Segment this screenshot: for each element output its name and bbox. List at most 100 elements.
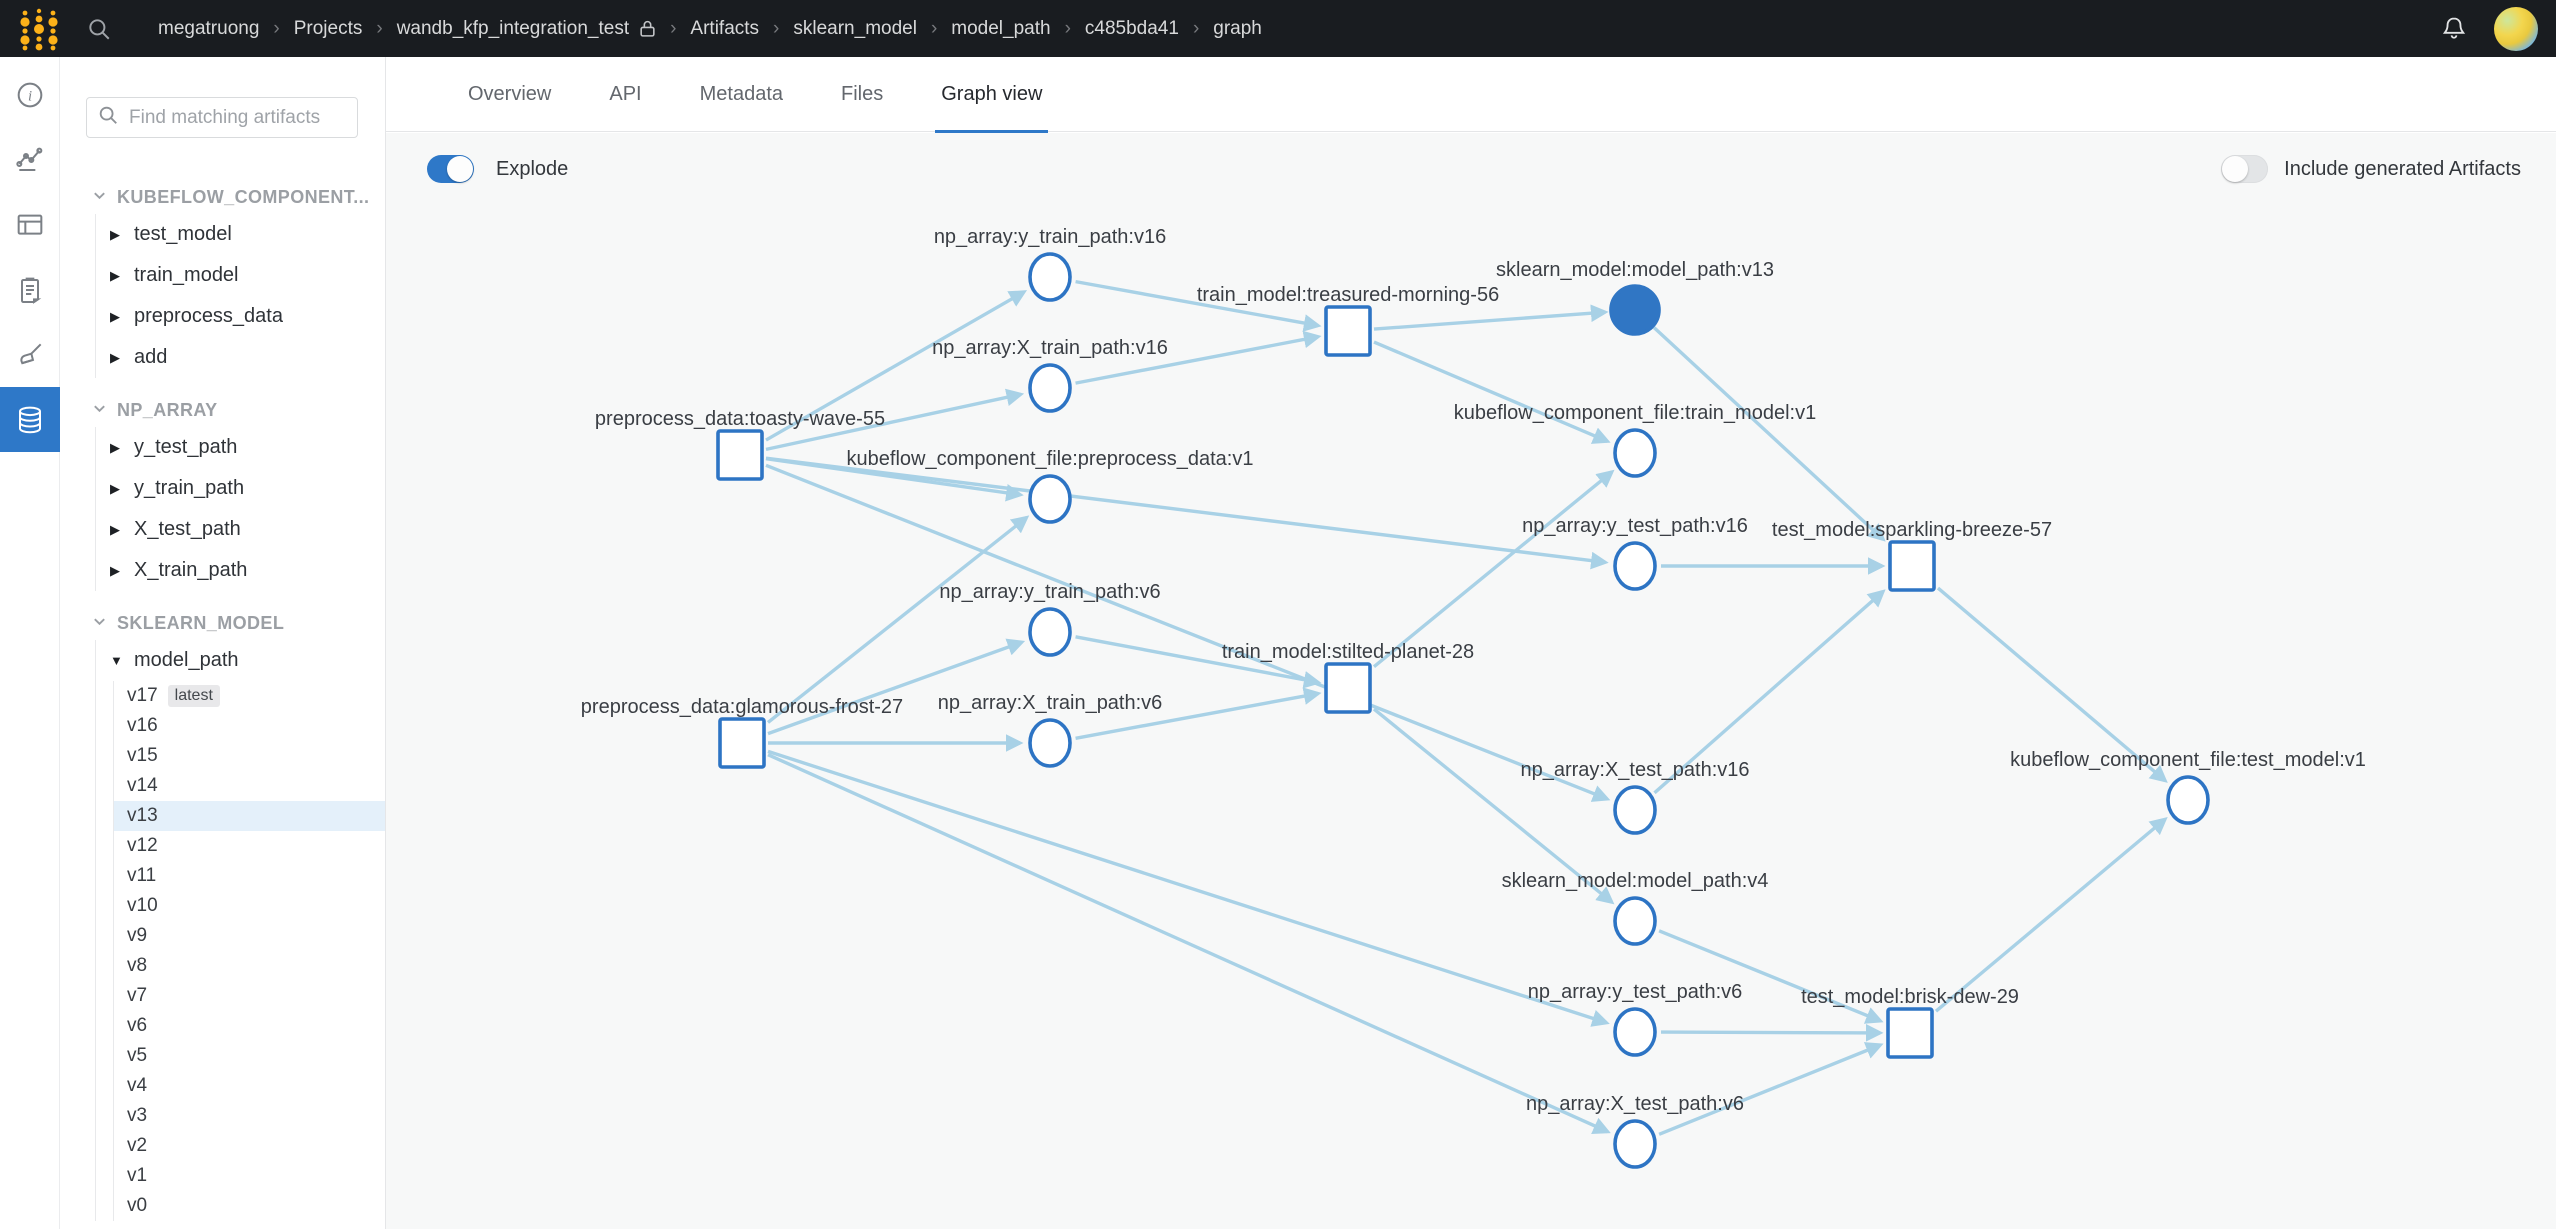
graph-node-X_test16-artifact[interactable] [1613, 785, 1657, 835]
tree-item-add[interactable]: ▶add [96, 337, 385, 378]
tree-section-kubeflow-component-[interactable]: KUBEFLOW_COMPONENT... [92, 187, 385, 208]
rail-item-reports-icon[interactable] [0, 257, 60, 322]
tab-api[interactable]: API [609, 83, 642, 105]
graph-node-y_train6-artifact[interactable] [1028, 607, 1072, 657]
tree-item-X_test_path[interactable]: ▶X_test_path [96, 509, 385, 550]
rail-item-overview-info-icon[interactable]: i [0, 62, 60, 127]
version-label: v4 [127, 1075, 148, 1096]
version-item-v1[interactable]: v1 [114, 1161, 385, 1191]
breadcrumb-item-Artifacts[interactable]: Artifacts [690, 17, 760, 39]
breadcrumb-item-model_path[interactable]: model_path [951, 17, 1051, 39]
graph-edge-glamorous-to-y_test6 [767, 749, 1610, 1027]
version-item-v5[interactable]: v5 [114, 1041, 385, 1071]
version-label: v17 [127, 685, 158, 706]
caret-collapsed-icon: ▶ [110, 226, 120, 242]
tree-item-y_test_path[interactable]: ▶y_test_path [96, 427, 385, 468]
graph-node-brisk-run[interactable] [1886, 1007, 1934, 1059]
breadcrumb-separator: › [930, 17, 938, 39]
graph-node-treasured-run[interactable] [1324, 305, 1372, 357]
graph-node-y_train16-artifact[interactable] [1028, 252, 1072, 302]
graph-node-X_train6-artifact[interactable] [1028, 718, 1072, 768]
version-item-v0[interactable]: v0 [114, 1191, 385, 1221]
version-item-v4[interactable]: v4 [114, 1071, 385, 1101]
tree-item-preprocess_data[interactable]: ▶preprocess_data [96, 296, 385, 337]
caret-collapsed-icon: ▶ [110, 562, 120, 578]
caret-collapsed-icon: ▶ [110, 349, 120, 365]
graph-node-model13-artifact[interactable] [1609, 284, 1661, 336]
version-item-v2[interactable]: v2 [114, 1131, 385, 1161]
notifications-bell-icon[interactable] [2440, 15, 2468, 43]
graph-edge-toasty-to-X_train16 [765, 388, 1025, 452]
explode-toggle[interactable] [427, 155, 474, 183]
graph-node-y_test16-artifact[interactable] [1613, 541, 1657, 591]
tree-item-label: X_test_path [134, 518, 241, 540]
graph-edge-y_train16-to-treasured [1075, 279, 1322, 332]
version-label: v2 [127, 1135, 148, 1156]
graph-edge-treasured-to-tm_file [1373, 340, 1611, 444]
version-item-v3[interactable]: v3 [114, 1101, 385, 1131]
graph-node-label-y_test16: np_array:y_test_path:v16 [1522, 515, 1748, 537]
graph-node-toasty-run[interactable] [716, 429, 764, 481]
graph-edge-X_train6-to-stilted [1075, 687, 1322, 740]
tree-section-items: ▶test_model▶train_model▶preprocess_data▶… [95, 214, 385, 378]
tab-overview[interactable]: Overview [468, 83, 552, 105]
version-item-v14[interactable]: v14 [114, 771, 385, 801]
tree-item-test_model[interactable]: ▶test_model [96, 214, 385, 255]
graph-node-test_file-artifact[interactable] [2166, 775, 2210, 825]
graph-node-label-X_train16: np_array:X_train_path:v16 [932, 337, 1168, 359]
rail-item-artifacts-icon[interactable] [0, 387, 60, 452]
artifact-graph-canvas[interactable]: preprocess_data:toasty-wave-55preprocess… [386, 133, 2556, 1229]
tab-metadata[interactable]: Metadata [699, 83, 783, 105]
chevron-down-icon [92, 187, 107, 208]
graph-node-y_test6-artifact[interactable] [1613, 1007, 1657, 1057]
artifact-search-input[interactable] [127, 105, 376, 130]
tree-item-train_model[interactable]: ▶train_model [96, 255, 385, 296]
tab-graph-view[interactable]: Graph view [935, 83, 1049, 133]
graph-node-sparkling-run[interactable] [1888, 540, 1936, 592]
breadcrumb-item-c485bda41[interactable]: c485bda41 [1084, 17, 1179, 39]
rail-item-sweeps-icon[interactable] [0, 322, 60, 387]
global-search-icon[interactable] [86, 16, 112, 42]
version-item-v11[interactable]: v11 [114, 861, 385, 891]
tree-item-label: y_test_path [134, 436, 238, 458]
version-item-v15[interactable]: v15 [114, 741, 385, 771]
graph-edge-stilted-to-tm_file [1372, 469, 1615, 669]
include-generated-artifacts-toggle[interactable] [2221, 155, 2269, 183]
tree-item-X_train_path[interactable]: ▶X_train_path [96, 550, 385, 591]
version-item-v7[interactable]: v7 [114, 981, 385, 1011]
breadcrumb-item-megatruong[interactable]: megatruong [158, 17, 260, 39]
rail-item-tables-icon[interactable] [0, 192, 60, 257]
graph-node-X_test6-artifact[interactable] [1613, 1119, 1657, 1169]
version-item-v12[interactable]: v12 [114, 831, 385, 861]
artifact-tree: KUBEFLOW_COMPONENT... ▶test_model▶train_m… [60, 165, 385, 1221]
version-item-v10[interactable]: v10 [114, 891, 385, 921]
wandb-logo-icon[interactable] [16, 7, 64, 51]
graph-node-label-brisk: test_model:brisk-dew-29 [1801, 986, 2019, 1008]
version-item-v6[interactable]: v6 [114, 1011, 385, 1041]
version-item-v13[interactable]: v13 [114, 801, 385, 831]
tree-item-model_path[interactable]: ▼model_path [96, 640, 385, 681]
tree-item-y_train_path[interactable]: ▶y_train_path [96, 468, 385, 509]
graph-node-model4-artifact[interactable] [1613, 896, 1657, 946]
graph-node-glamorous-run[interactable] [718, 717, 766, 769]
breadcrumb-item-Projects[interactable]: Projects [293, 17, 363, 39]
version-item-v8[interactable]: v8 [114, 951, 385, 981]
breadcrumb-item-wandb_kfp_integration_test[interactable]: wandb_kfp_integration_test [396, 17, 630, 39]
tree-section-sklearn-model[interactable]: SKLEARN_MODEL [92, 613, 385, 634]
tab-files[interactable]: Files [841, 83, 884, 105]
breadcrumb-item-sklearn_model[interactable]: sklearn_model [793, 17, 917, 39]
version-item-v16[interactable]: v16 [114, 711, 385, 741]
version-label: v7 [127, 985, 148, 1006]
graph-edge-toasty-to-y_test16 [765, 456, 1609, 570]
graph-node-X_train16-artifact[interactable] [1028, 363, 1072, 413]
tree-section-np-array[interactable]: NP_ARRAY [92, 400, 385, 421]
graph-node-pp_file-artifact[interactable] [1028, 474, 1072, 524]
graph-node-tm_file-artifact[interactable] [1613, 428, 1657, 478]
avatar[interactable] [2494, 6, 2538, 51]
graph-node-stilted-run[interactable] [1324, 662, 1372, 714]
breadcrumb-item-graph[interactable]: graph [1213, 17, 1262, 39]
version-item-v9[interactable]: v9 [114, 921, 385, 951]
rail-item-charts-icon[interactable] [0, 127, 60, 192]
